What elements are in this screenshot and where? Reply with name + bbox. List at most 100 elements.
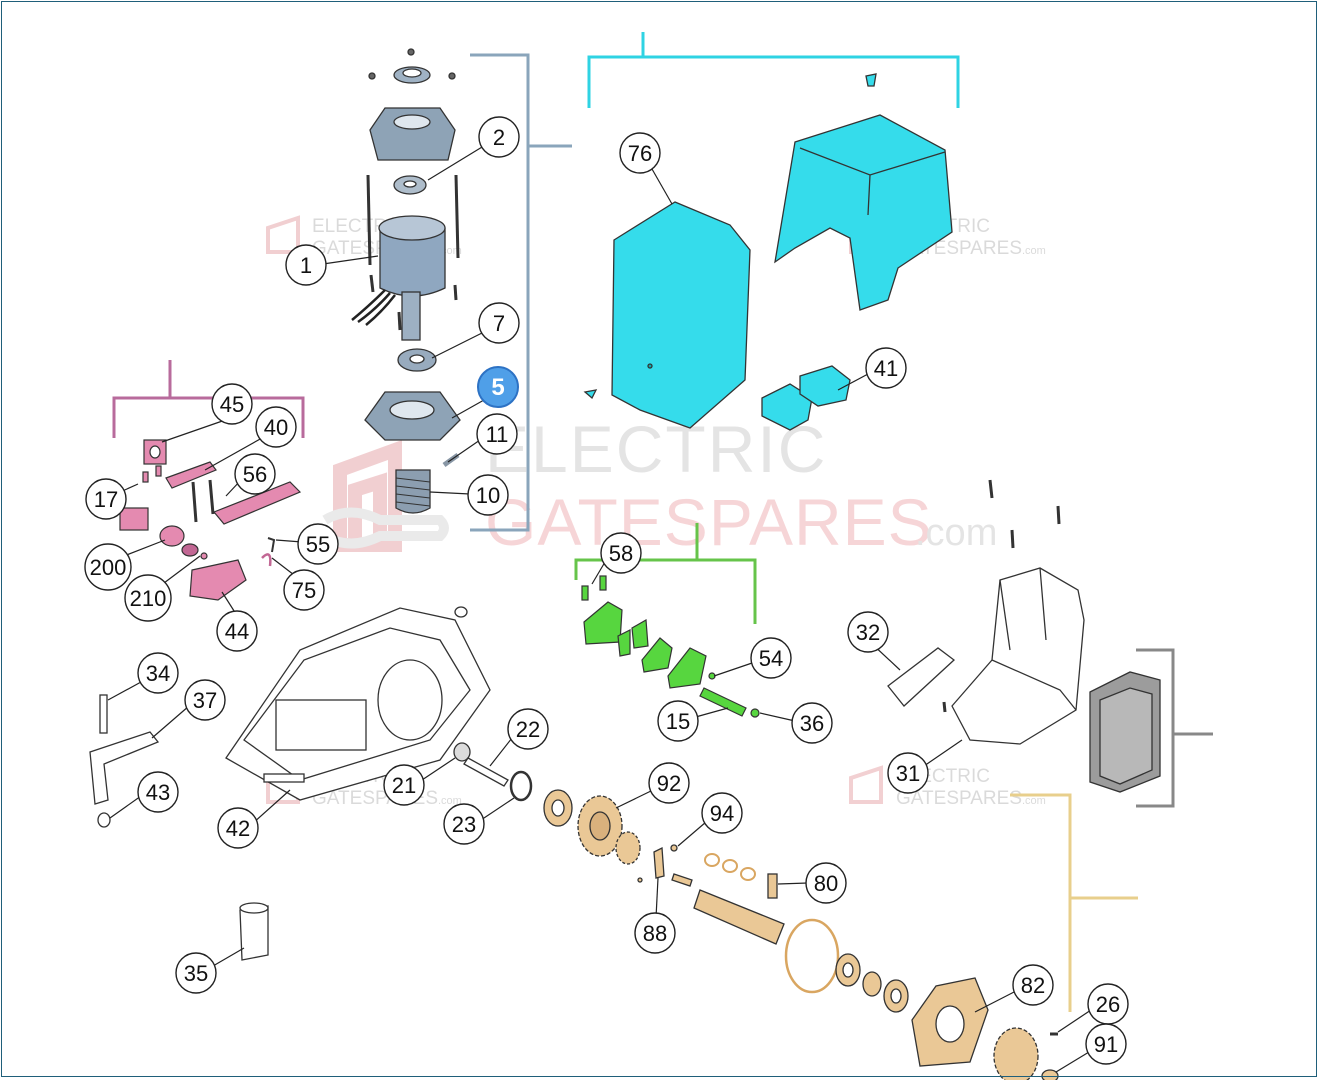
callout-7: 7 xyxy=(478,302,520,344)
callout-label: 55 xyxy=(306,532,330,557)
small-pin xyxy=(200,552,208,560)
callout-circle xyxy=(255,406,297,448)
spacer xyxy=(862,971,882,997)
callout-circle xyxy=(297,523,339,565)
callout-35: 35 xyxy=(175,952,217,994)
cover-front-part-76 xyxy=(611,201,751,429)
screw xyxy=(988,479,994,499)
o-ring-part-23 xyxy=(509,770,533,802)
callout-1: 1 xyxy=(285,244,327,286)
callout-circle xyxy=(1085,1023,1127,1065)
callout-badge xyxy=(477,366,519,408)
callout-circle xyxy=(847,611,889,653)
board-part-green xyxy=(583,601,623,645)
motor-top-ring-hole xyxy=(402,68,422,78)
callout-37: 37 xyxy=(184,679,226,721)
callout-label: 92 xyxy=(657,771,681,796)
callout-36: 36 xyxy=(791,702,833,744)
gearbox-housing-part-42 xyxy=(225,606,491,801)
control-unit-face xyxy=(1099,687,1153,785)
callout-21: 21 xyxy=(383,764,425,806)
callout-circle xyxy=(383,764,425,806)
callout-54: 54 xyxy=(750,637,792,679)
drive-gear-train xyxy=(543,789,1059,1085)
screw xyxy=(453,284,458,301)
callout-44: 44 xyxy=(216,610,258,652)
electronics-housing-assembly xyxy=(887,479,1161,793)
callout-label: 80 xyxy=(814,871,838,896)
switch-screw xyxy=(191,481,198,523)
callout-label: 82 xyxy=(1021,973,1045,998)
key-part-88 xyxy=(653,846,665,879)
watermark-small-bottom-right: ELECTRIC GATESPARES .com xyxy=(849,765,1046,809)
callout-label: 54 xyxy=(759,646,783,671)
callout-circle xyxy=(657,700,699,742)
screw xyxy=(942,701,947,713)
cap-part-41a xyxy=(761,383,813,431)
watermark-logo-icon xyxy=(266,215,300,254)
output-shaft xyxy=(693,889,785,945)
motor-top-cap-bore xyxy=(393,114,431,130)
misc-parts xyxy=(89,694,533,961)
watermark-brand-suffix: .com xyxy=(438,795,462,807)
cover-assembly xyxy=(583,73,953,431)
screw xyxy=(369,274,375,293)
cover-plate-bore xyxy=(935,1005,965,1043)
screw-head xyxy=(448,72,456,80)
callout-circle xyxy=(887,752,929,794)
worm-part-10 xyxy=(395,469,431,514)
worm-thread xyxy=(395,477,431,507)
callout-circle xyxy=(750,637,792,679)
screw-head xyxy=(407,48,415,56)
callout-200: 200 xyxy=(84,543,132,591)
motor-assembly xyxy=(351,48,461,514)
washer-part-91 xyxy=(1041,1069,1059,1083)
switch-plate-part-40 xyxy=(165,461,217,489)
callout-circle xyxy=(619,132,661,174)
screw xyxy=(1056,505,1061,525)
limit-switch-assembly xyxy=(119,439,302,601)
callout-circle xyxy=(478,116,520,158)
cover-rear-ridge xyxy=(799,147,946,216)
callout-34: 34 xyxy=(137,652,179,694)
watermark-brand-line2: GATESPARES xyxy=(896,788,1022,809)
board-part-green xyxy=(617,629,631,657)
callout-55: 55 xyxy=(297,523,339,565)
housing-slot xyxy=(263,773,305,783)
callout-label: 88 xyxy=(643,921,667,946)
board-part-green xyxy=(641,637,673,673)
callout-label: 75 xyxy=(292,578,316,603)
limit-switch-group-bracket xyxy=(112,360,305,438)
callout-88: 88 xyxy=(634,912,676,954)
callout-circle xyxy=(701,792,743,834)
callout-43: 43 xyxy=(137,771,179,813)
callout-circle xyxy=(137,771,179,813)
callout-circle xyxy=(234,453,276,495)
pinion-part-91 xyxy=(993,1027,1039,1085)
callout-75: 75 xyxy=(283,569,325,611)
callout-circle xyxy=(478,302,520,344)
callout-label: 76 xyxy=(628,141,652,166)
callout-label: 15 xyxy=(666,709,690,734)
callout-10: 10 xyxy=(467,474,509,516)
spacer-ring xyxy=(740,867,756,881)
pin-part-22 xyxy=(463,757,509,787)
callout-41: 41 xyxy=(865,347,907,389)
callout-label: 210 xyxy=(130,586,167,611)
callout-94: 94 xyxy=(701,792,743,834)
o-ring-large xyxy=(784,918,840,994)
callout-label: 7 xyxy=(493,311,505,336)
callout-circle xyxy=(124,574,172,622)
watermark-brand-line2: GATESPARES xyxy=(485,485,933,559)
pin-part-17b xyxy=(155,465,162,477)
callout-label: 41 xyxy=(874,356,898,381)
callout-circle xyxy=(634,912,676,954)
callout-label: 17 xyxy=(94,487,118,512)
cover-screw xyxy=(647,363,653,369)
callout-56: 56 xyxy=(234,453,276,495)
bearing-shaft-hole xyxy=(842,962,854,978)
callout-80: 80 xyxy=(805,862,847,904)
switch-part-17 xyxy=(119,507,149,531)
callout-label: 21 xyxy=(392,773,416,798)
